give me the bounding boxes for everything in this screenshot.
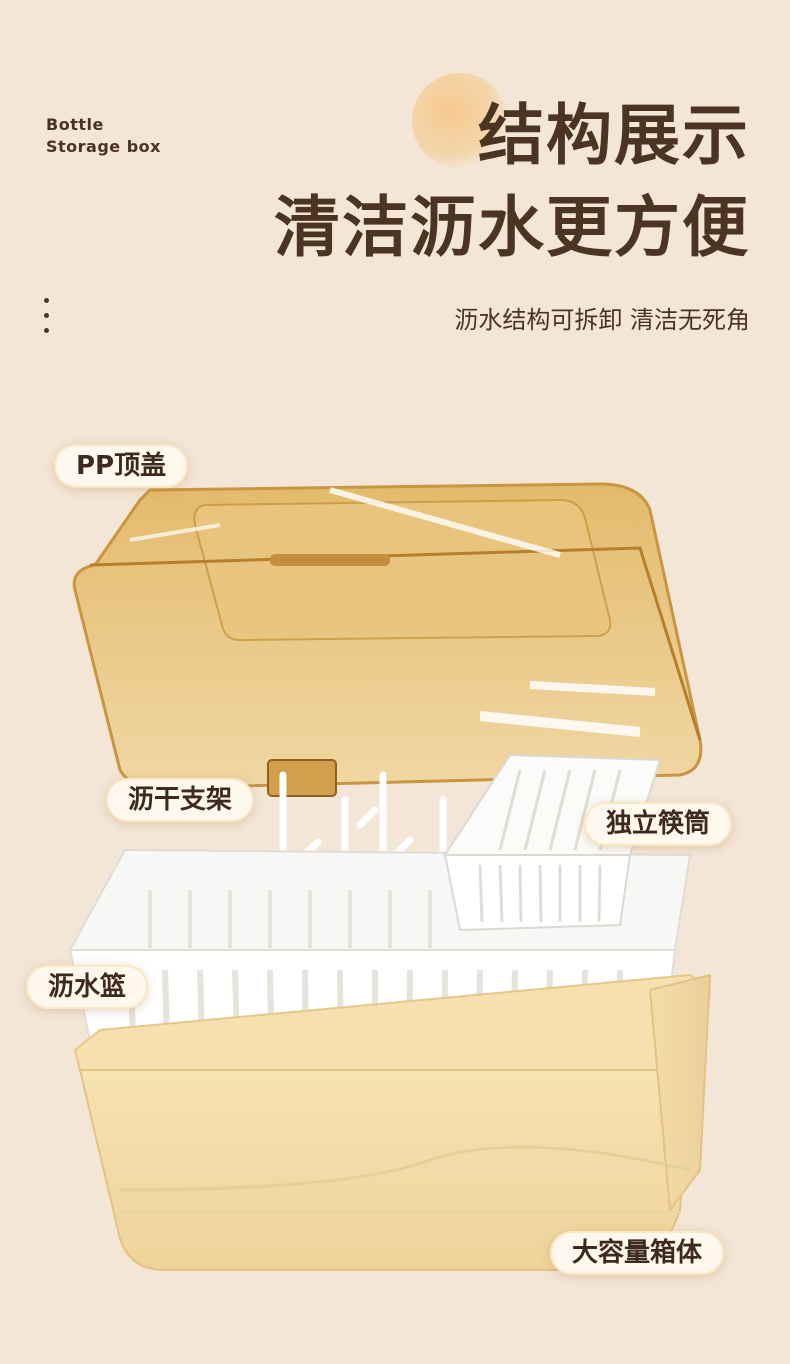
accent-circle — [412, 73, 508, 169]
lid-shape — [72, 482, 703, 797]
brand-text: Bottle Storage box — [46, 114, 161, 158]
label-drain-basket: 沥水篮 — [26, 965, 149, 1009]
vertical-dots-icon — [44, 298, 52, 338]
subtitle: 沥水结构可拆卸 清洁无死角 — [454, 306, 750, 334]
label-box-body: 大容量箱体 — [550, 1231, 725, 1275]
label-chopstick-holder: 独立筷筒 — [584, 802, 733, 846]
title-line-1: 结构展示 — [478, 97, 750, 174]
label-lid: PP顶盖 — [54, 444, 189, 488]
brand-line-2: Storage box — [46, 137, 161, 156]
brand-line-1: Bottle — [46, 115, 104, 134]
title-line-2: 清洁沥水更方便 — [274, 189, 750, 266]
product-illustration — [68, 482, 712, 1271]
label-drying-rack: 沥干支架 — [106, 778, 255, 822]
